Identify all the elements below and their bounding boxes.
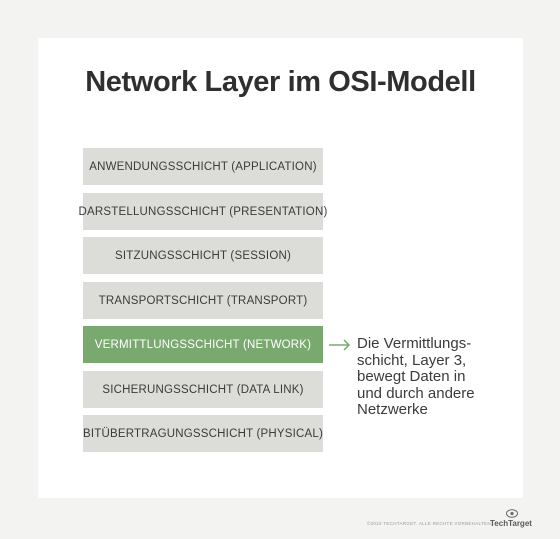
layer-transport: TRANSPORTSCHICHT (TRANSPORT) xyxy=(83,282,323,319)
description-line: Netzwerke xyxy=(357,401,428,418)
layer-application: ANWENDUNGSSCHICHT (APPLICATION) xyxy=(83,148,323,185)
copyright-text: ©2022 TECHTARGET. ALLE RECHTE VORBEHALTE… xyxy=(367,521,493,526)
techtarget-logo-icon xyxy=(506,509,518,518)
description-line: bewegt Daten in xyxy=(357,368,466,385)
network-layer-description: Die Vermittlungs- schicht, Layer 3, bewe… xyxy=(357,335,507,419)
layer-data-link: SICHERUNGSSCHICHT (DATA LINK) xyxy=(83,371,323,408)
layer-physical: BITÜBERTRAGUNGSSCHICHT (PHYSICAL) xyxy=(83,415,323,452)
arrow-right-icon xyxy=(329,339,351,351)
layer-presentation: DARSTELLUNGSSCHICHT (PRESENTATION) xyxy=(79,193,327,230)
description-line: schicht, Layer 3, xyxy=(357,351,467,369)
diagram-title: Network Layer im OSI-Modell xyxy=(85,66,476,98)
layer-network: VERMITTLUNGSSCHICHT (NETWORK) xyxy=(83,326,323,363)
techtarget-logo: TechTarget xyxy=(490,519,532,528)
layer-session: SITZUNGSSCHICHT (SESSION) xyxy=(83,237,323,274)
description-line: und durch andere xyxy=(357,384,475,402)
description-line: Die Vermittlungs- xyxy=(357,335,472,352)
